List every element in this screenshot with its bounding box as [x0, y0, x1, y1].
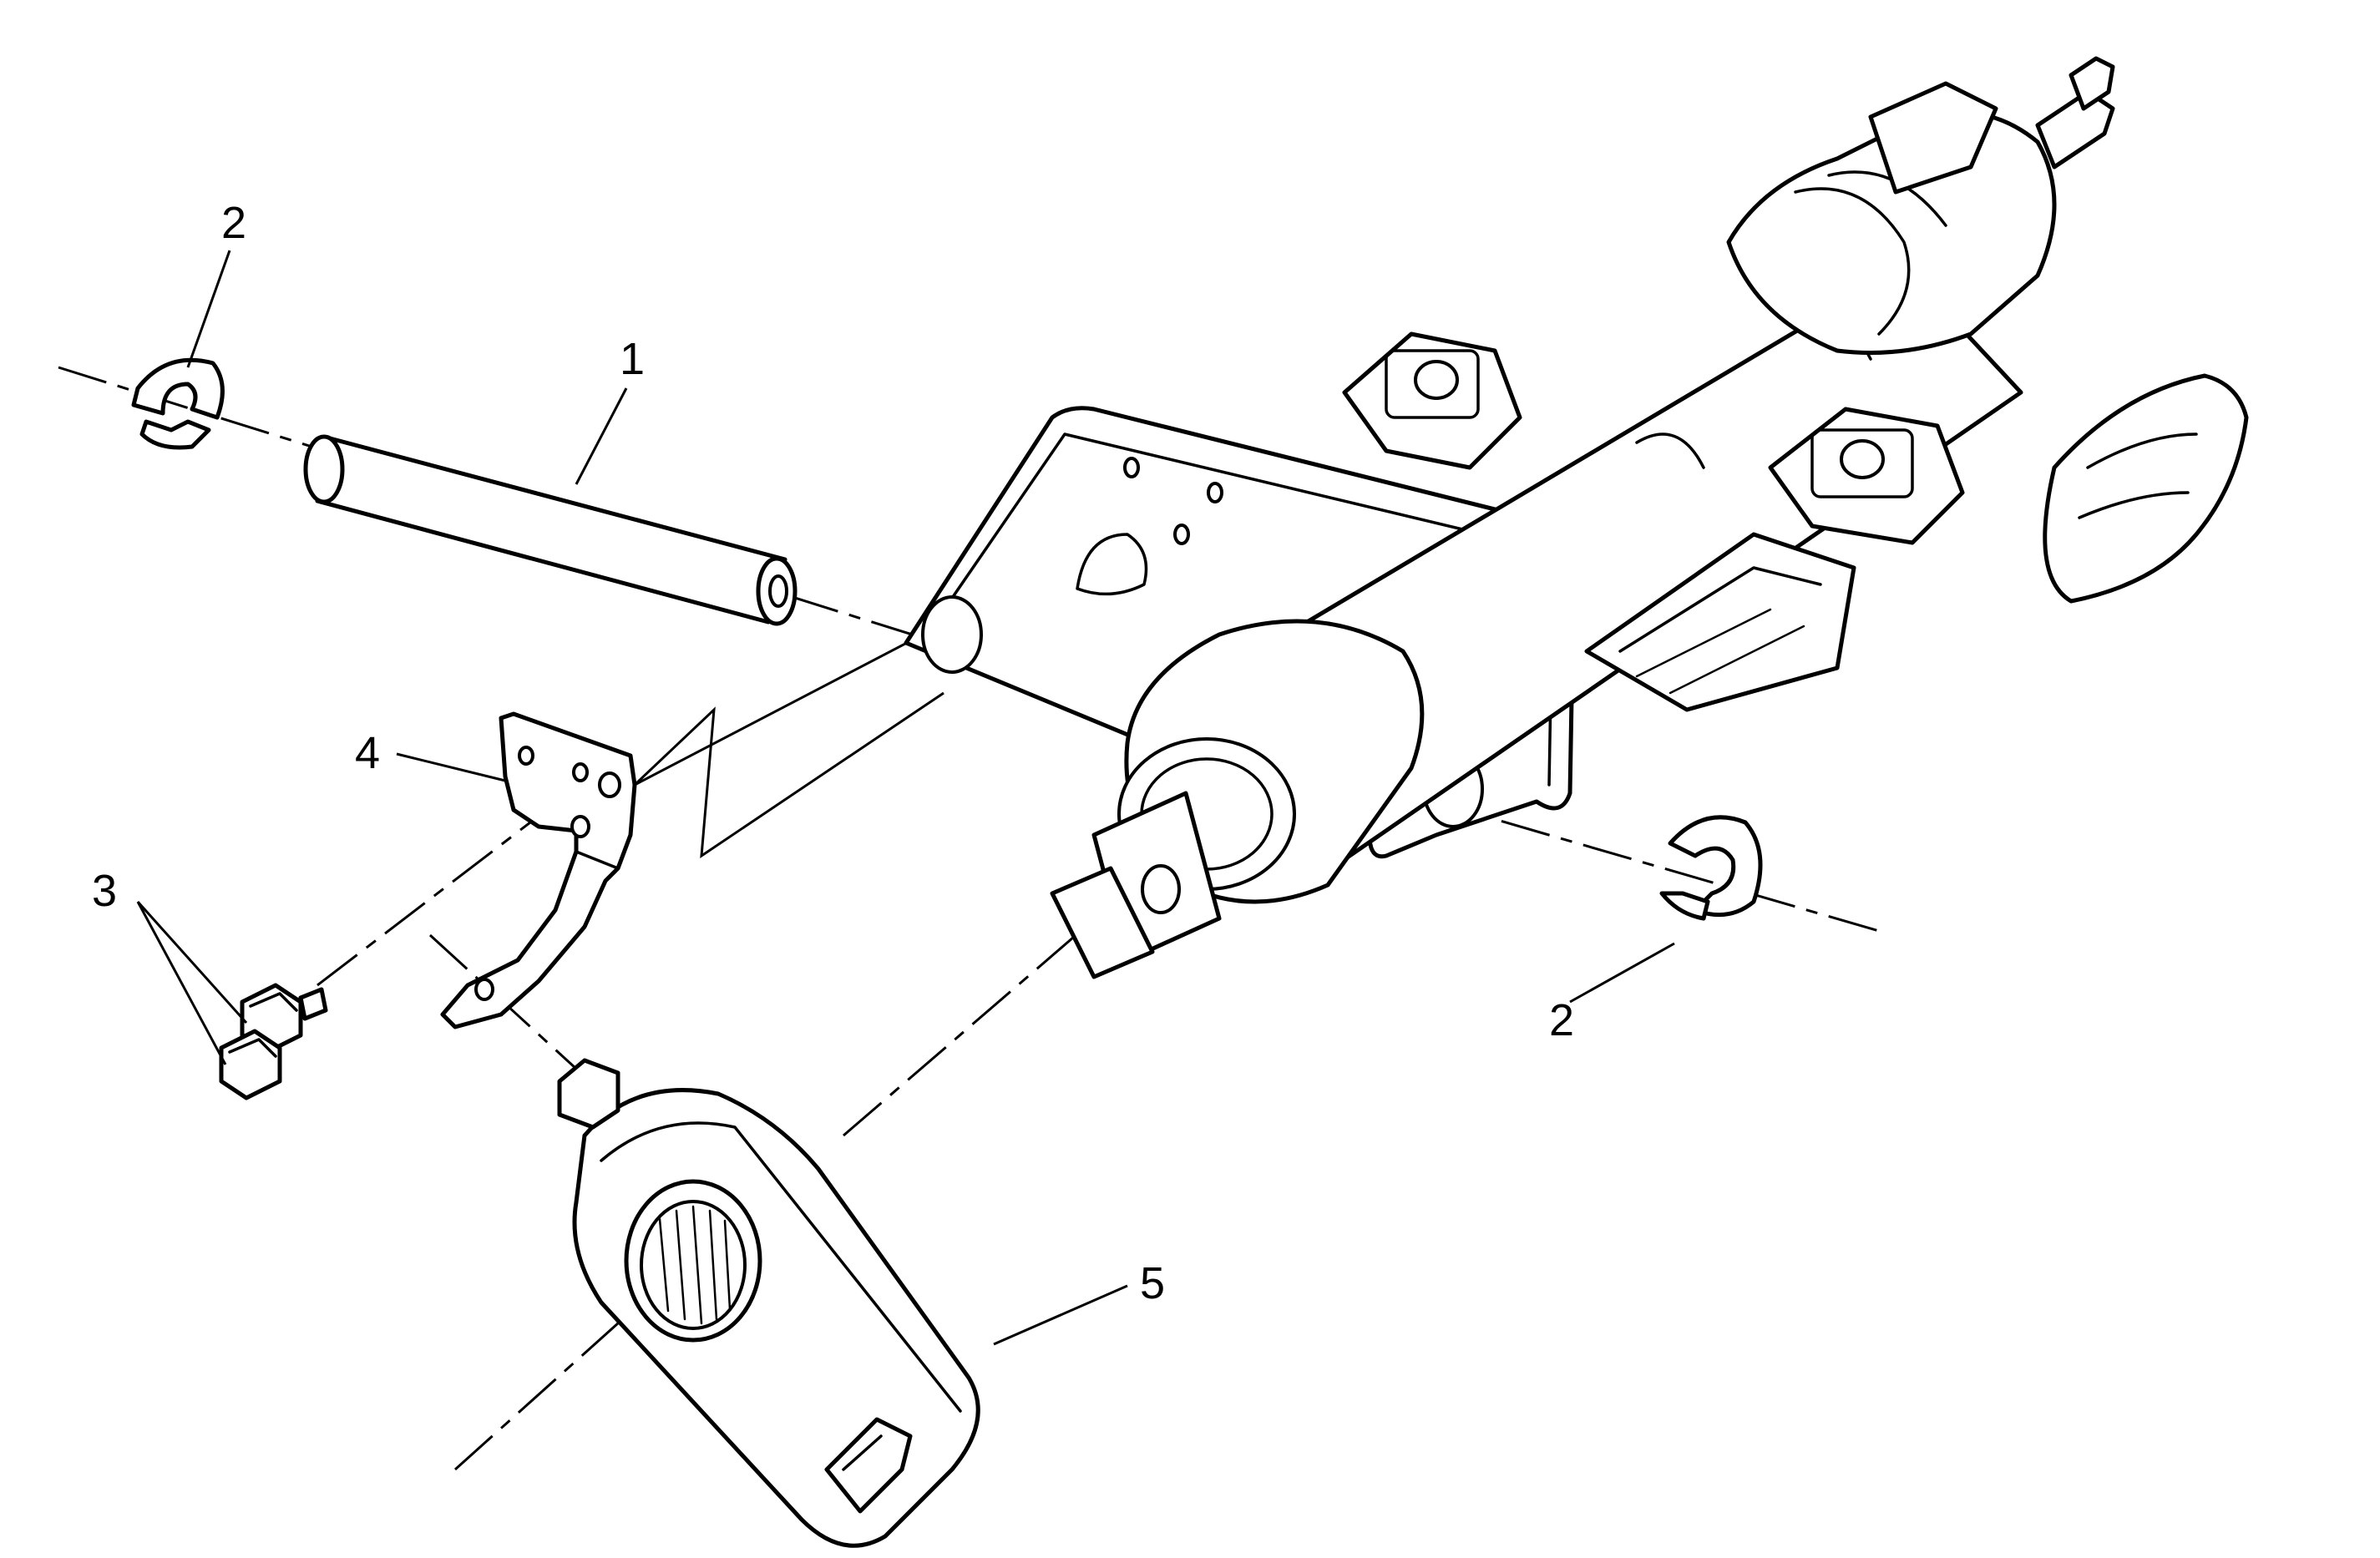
- column-tilt-housing: [1342, 331, 1522, 470]
- column-top-connector: [1868, 81, 1998, 195]
- callout-label: 3: [92, 866, 117, 916]
- retaining-clip-right: [1659, 815, 1763, 921]
- column-lock-housing: [1726, 109, 2057, 355]
- column-upper-shaft: [2035, 89, 2115, 169]
- callouts: 2 1 3 4 2 5: [92, 198, 1574, 1308]
- bracket: [440, 711, 637, 1029]
- callout-label: 5: [1140, 1258, 1165, 1308]
- callout-label: 1: [620, 334, 645, 384]
- column-shaft-end: [1050, 866, 1155, 979]
- retaining-clip-left: [131, 357, 225, 450]
- column-upper-shaft-tip: [2069, 56, 2115, 111]
- callout-label: 4: [355, 728, 380, 778]
- bolts: [219, 983, 328, 1100]
- steering-column: [904, 56, 2249, 979]
- steering-angle-sensor: [557, 1058, 980, 1548]
- callout-label: 2: [1549, 995, 1574, 1045]
- leader-lines: [136, 250, 1675, 1346]
- column-lower-support: [1584, 532, 1856, 712]
- bolt-lower: [219, 1029, 282, 1100]
- shaft-tube: [303, 434, 798, 626]
- callout-label: 2: [221, 198, 246, 248]
- column-flex-boot: [2043, 373, 2249, 604]
